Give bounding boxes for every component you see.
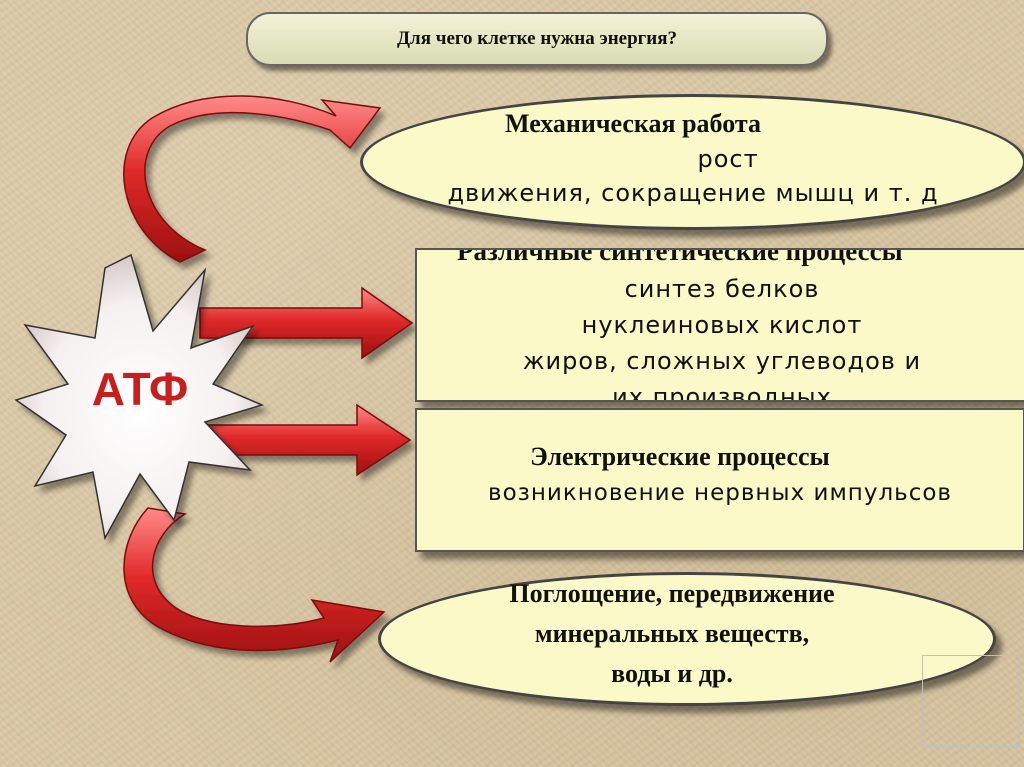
atp-burst-star xyxy=(14,253,265,541)
node-line: возникновение нервных импульсов xyxy=(488,480,952,506)
node-line: жиров, сложных углеводов и xyxy=(522,347,922,375)
node-line: движения, сокращение мышц и т. д xyxy=(447,179,939,207)
node-line: воды и др. xyxy=(611,659,733,688)
node-line: рост xyxy=(697,145,759,173)
curved-arrow-top xyxy=(123,95,382,263)
node-absorption-transport: Поглощение, передвижение минеральных вещ… xyxy=(378,572,996,706)
node-line: нуклеиновых кислот xyxy=(581,311,863,339)
title-banner: Для чего клетке нужна энергия? xyxy=(246,12,828,66)
node-line: их производных xyxy=(612,383,832,402)
node-heading: Различные синтетические процессы xyxy=(457,248,903,266)
node-mechanical-work: Механическая работа рост движения, сокра… xyxy=(360,94,1024,230)
spider-image xyxy=(922,655,1020,747)
node-heading: Механическая работа xyxy=(505,109,761,138)
node-line: синтез белков xyxy=(624,275,820,303)
node-line: Поглощение, передвижение xyxy=(509,579,835,608)
atp-label: АТФ xyxy=(91,363,189,415)
node-electrical-processes: Электрические процессы возникновение нер… xyxy=(415,408,1024,552)
node-line: минеральных веществ, xyxy=(534,619,810,648)
page-title: Для чего клетке нужна энергия? xyxy=(396,28,678,49)
node-synthetic-processes: Различные синтетические процессы синтез … xyxy=(415,248,1024,402)
node-heading: Электрические процессы xyxy=(530,442,830,471)
curved-arrow-bottom xyxy=(123,507,386,663)
